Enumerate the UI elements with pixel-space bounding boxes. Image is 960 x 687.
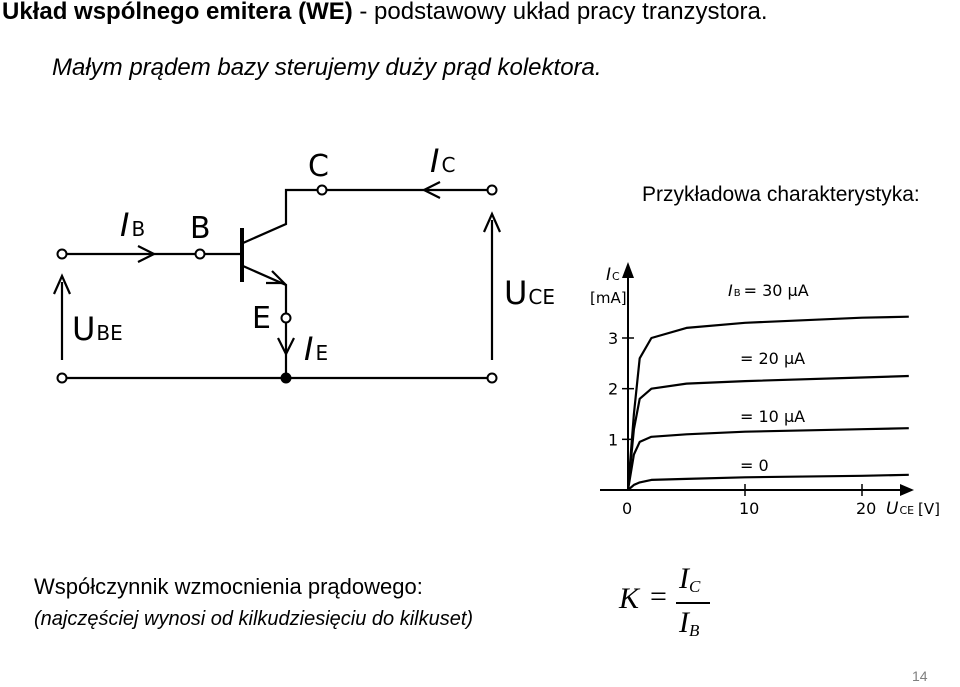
slide-title-bold: Układ wspólnego emitera (WE) (2, 0, 353, 25)
formula-denominator: IB (679, 606, 700, 640)
label-ube: UBE (72, 310, 123, 348)
y-tick-label: 3 (608, 329, 618, 348)
chart-ticks: 0 10 20 1 2 3 (608, 329, 876, 518)
curve-series-3 (626, 315, 909, 491)
emitter-lead (242, 264, 288, 378)
ic-arrowhead (421, 181, 441, 199)
gain-coefficient-label: Współczynnik wzmocnienia prądowego: (34, 574, 423, 599)
curve-series-0 (627, 473, 909, 491)
label-base: B (190, 211, 211, 246)
x-tick-label: 10 (739, 499, 759, 518)
terminal-base (194, 248, 206, 260)
formula-k: K (619, 582, 640, 615)
terminal-base-left (56, 248, 68, 260)
ube-arrowhead (52, 273, 72, 295)
collector-lead (242, 188, 492, 245)
characteristic-caption: Przykładowa charakterystyka: (642, 183, 920, 206)
x-tick-label: 20 (856, 499, 876, 518)
ib-arrowhead (137, 245, 157, 263)
terminal-emitter (280, 312, 292, 324)
gain-coefficient-note: (najczęściej wynosi od kilkudziesięciu d… (34, 608, 474, 630)
chart-x-label: UCE (886, 499, 914, 519)
chart-curves (626, 315, 909, 491)
chart-y-label: IC (606, 265, 620, 285)
terminal-collector (316, 184, 328, 196)
x-tick-label: 0 (622, 499, 632, 518)
uce-arrowhead (482, 211, 502, 233)
label-collector: C (308, 149, 329, 184)
terminals (56, 184, 498, 384)
formula-fraction-bar (676, 602, 710, 604)
curve-label-ib-30: IB= 30 μA (728, 281, 809, 300)
chart-y-axis-arrowhead (622, 262, 634, 278)
y-tick-label: 2 (608, 380, 618, 399)
terminal-ground-right (486, 372, 498, 384)
output-characteristic-chart: 0 10 20 1 2 3 IC [mA] UCE [V] IB= 30 μA = 20 … (590, 262, 940, 519)
slide-subtitle: Małym prądem bazy sterujemy duży prąd ko… (52, 54, 602, 81)
terminal-collector-right (486, 184, 498, 196)
formula-equals: = (650, 580, 667, 613)
curve-label-ib-10: = 10 μA (740, 407, 805, 426)
page-number: 14 (912, 668, 928, 684)
circuit-schematic (52, 181, 502, 380)
chart-x-axis-arrowhead (900, 484, 914, 496)
chart-x-unit: [V] (918, 500, 940, 518)
emitter-arrowhead (266, 270, 287, 285)
curve-label-ib-0: = 0 (740, 456, 769, 475)
label-emitter: E (252, 301, 271, 336)
curve-label-ib-20: = 20 μA (740, 349, 805, 368)
junction-ground (280, 372, 292, 384)
curve-series-1 (626, 427, 909, 491)
y-tick-label: 1 (608, 430, 618, 449)
slide-title: Układ wspólnego emitera (WE) - podstawow… (2, 0, 958, 27)
formula-numerator: IC (679, 562, 701, 596)
terminal-ground-left (56, 372, 68, 384)
curve-series-2 (626, 374, 909, 491)
label-uce: UCE (504, 274, 555, 312)
slide-title-rest: - podstawowy układ pracy tranzystora. (352, 0, 768, 25)
chart-y-unit: [mA] (590, 289, 627, 307)
gain-formula: K = IC IB (612, 562, 722, 646)
ie-arrowhead (277, 337, 295, 357)
